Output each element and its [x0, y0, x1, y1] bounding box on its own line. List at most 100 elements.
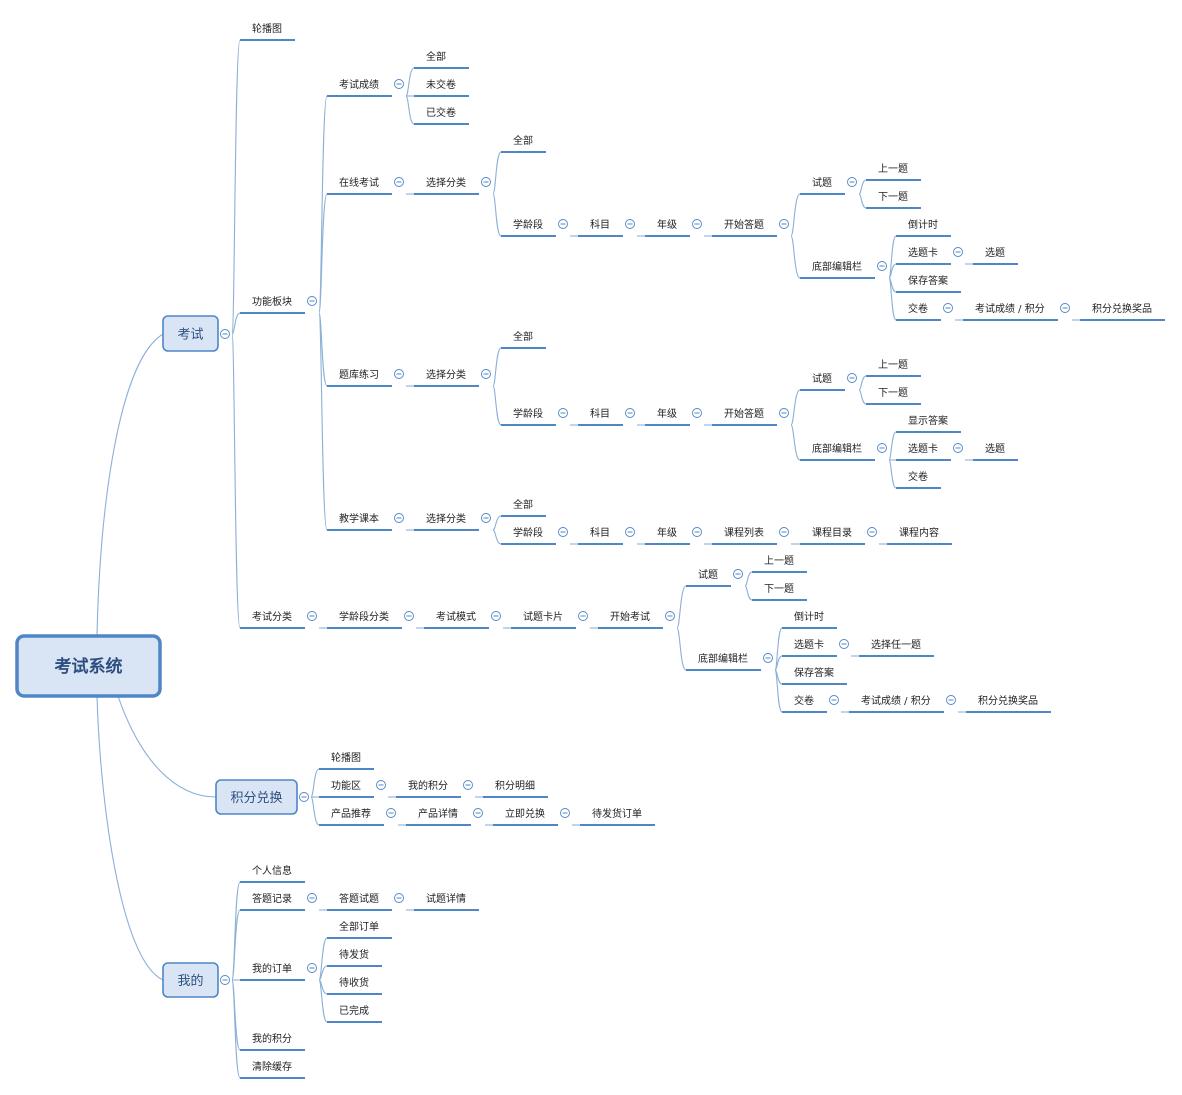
collapse-toggle-icon[interactable] — [625, 219, 635, 229]
node-c_stg[interactable]: 学龄段分类 — [327, 610, 414, 629]
node-bk_all[interactable]: 全部 — [501, 330, 546, 349]
collapse-toggle-icon[interactable] — [394, 893, 404, 903]
collapse-toggle-icon[interactable] — [558, 408, 568, 418]
node-c_q[interactable]: 试题 — [686, 568, 743, 587]
node-tb_sub[interactable]: 科目 — [578, 526, 635, 545]
node-on_cd[interactable]: 倒计时 — [896, 218, 951, 237]
node-on_score[interactable]: 考试成绩 / 积分 — [963, 302, 1070, 321]
node-p_car[interactable]: 轮播图 — [319, 751, 374, 770]
node-m_recv[interactable]: 待收货 — [327, 976, 382, 995]
collapse-toggle-icon[interactable] — [829, 695, 839, 705]
collapse-toggle-icon[interactable] — [307, 296, 317, 306]
collapse-toggle-icon[interactable] — [763, 653, 773, 663]
collapse-toggle-icon[interactable] — [1060, 303, 1070, 313]
collapse-toggle-icon[interactable] — [307, 963, 317, 973]
node-m_prof[interactable]: 个人信息 — [240, 864, 305, 883]
collapse-toggle-icon[interactable] — [220, 975, 230, 985]
collapse-toggle-icon[interactable] — [943, 303, 953, 313]
node-c_next[interactable]: 下一题 — [752, 583, 807, 601]
collapse-toggle-icon[interactable] — [394, 177, 404, 187]
collapse-toggle-icon[interactable] — [625, 408, 635, 418]
collapse-toggle-icon[interactable] — [953, 247, 963, 257]
node-on_bot[interactable]: 底部编辑栏 — [800, 260, 887, 279]
node-on_card[interactable]: 选题卡 — [896, 246, 963, 265]
node-bk_grd[interactable]: 年级 — [645, 407, 702, 426]
collapse-toggle-icon[interactable] — [779, 219, 789, 229]
node-c_bot[interactable]: 底部编辑栏 — [686, 652, 773, 671]
collapse-toggle-icon[interactable] — [877, 443, 887, 453]
collapse-toggle-icon[interactable] — [692, 219, 702, 229]
collapse-toggle-icon[interactable] — [463, 780, 473, 790]
node-on[interactable]: 在线考试 — [327, 176, 404, 195]
collapse-toggle-icon[interactable] — [867, 527, 877, 537]
node-on_redeem[interactable]: 积分兑换奖品 — [1080, 302, 1165, 321]
collapse-toggle-icon[interactable] — [220, 329, 230, 339]
collapse-toggle-icon[interactable] — [946, 695, 956, 705]
node-c_save[interactable]: 保存答案 — [782, 666, 847, 685]
node-bk_prev[interactable]: 上一题 — [866, 359, 921, 377]
collapse-toggle-icon[interactable] — [394, 513, 404, 523]
collapse-toggle-icon[interactable] — [481, 513, 491, 523]
node-m_rec[interactable]: 答题记录 — [240, 892, 317, 911]
branch-exam[interactable]: 考试 — [162, 315, 219, 352]
collapse-toggle-icon[interactable] — [481, 369, 491, 379]
node-tb_cont[interactable]: 课程内容 — [887, 526, 952, 545]
node-p_pend[interactable]: 待发货订单 — [580, 807, 655, 826]
collapse-toggle-icon[interactable] — [307, 893, 317, 903]
collapse-toggle-icon[interactable] — [394, 79, 404, 89]
collapse-toggle-icon[interactable] — [578, 611, 588, 621]
node-on_q[interactable]: 试题 — [800, 176, 857, 195]
node-c_cards[interactable]: 试题卡片 — [511, 610, 588, 629]
node-bk_sub[interactable]: 科目 — [578, 407, 635, 426]
node-p_det[interactable]: 积分明细 — [483, 779, 548, 798]
collapse-toggle-icon[interactable] — [491, 611, 501, 621]
root-node[interactable]: 考试系统 — [15, 634, 162, 698]
collapse-toggle-icon[interactable] — [625, 527, 635, 537]
collapse-toggle-icon[interactable] — [665, 611, 675, 621]
node-res_all[interactable]: 全部 — [414, 50, 469, 69]
node-res[interactable]: 考试成绩 — [327, 78, 404, 97]
node-on_sub[interactable]: 科目 — [578, 218, 635, 237]
node-bk[interactable]: 题库练习 — [327, 368, 404, 387]
node-on_start[interactable]: 开始答题 — [712, 218, 789, 237]
node-m_pts[interactable]: 我的积分 — [240, 1032, 305, 1051]
node-bk_card[interactable]: 选题卡 — [896, 442, 963, 461]
collapse-toggle-icon[interactable] — [404, 611, 414, 621]
collapse-toggle-icon[interactable] — [473, 808, 483, 818]
collapse-toggle-icon[interactable] — [386, 808, 396, 818]
collapse-toggle-icon[interactable] — [847, 177, 857, 187]
collapse-toggle-icon[interactable] — [733, 569, 743, 579]
node-bk_stg[interactable]: 学龄段 — [501, 407, 568, 426]
node-c_prev[interactable]: 上一题 — [752, 555, 807, 573]
collapse-toggle-icon[interactable] — [877, 261, 887, 271]
node-bk_bot[interactable]: 底部编辑栏 — [800, 442, 887, 461]
node-on_prev[interactable]: 上一题 — [866, 163, 921, 181]
node-m_ship[interactable]: 待发货 — [327, 948, 382, 967]
node-tb_toc[interactable]: 课程目录 — [800, 527, 877, 545]
node-c_redeem[interactable]: 积分兑换奖品 — [966, 694, 1051, 713]
node-c_cd[interactable]: 倒计时 — [782, 610, 837, 629]
node-bk_show[interactable]: 显示答案 — [896, 414, 961, 433]
node-m_all[interactable]: 全部订单 — [327, 920, 392, 939]
node-m_ans[interactable]: 答题试题 — [327, 892, 404, 911]
node-c_pick[interactable]: 选择任一题 — [859, 638, 934, 657]
node-tb_list[interactable]: 课程列表 — [712, 526, 789, 545]
collapse-toggle-icon[interactable] — [376, 780, 386, 790]
node-cat[interactable]: 考试分类 — [240, 610, 317, 629]
collapse-toggle-icon[interactable] — [779, 408, 789, 418]
node-on_pick[interactable]: 选题 — [973, 246, 1018, 265]
node-modules[interactable]: 功能板块 — [240, 295, 317, 314]
node-on_save[interactable]: 保存答案 — [896, 274, 961, 293]
node-tb_grd[interactable]: 年级 — [645, 526, 702, 545]
branch-points[interactable]: 积分兑换 — [215, 779, 298, 815]
collapse-toggle-icon[interactable] — [779, 527, 789, 537]
node-carousel[interactable]: 轮播图 — [240, 22, 295, 41]
node-tb_all[interactable]: 全部 — [501, 498, 546, 517]
node-p_rec[interactable]: 产品推荐 — [319, 807, 396, 826]
node-on_grd[interactable]: 年级 — [645, 218, 702, 237]
collapse-toggle-icon[interactable] — [692, 408, 702, 418]
node-m_clr[interactable]: 清除缓存 — [240, 1060, 305, 1079]
collapse-toggle-icon[interactable] — [558, 527, 568, 537]
branch-mine[interactable]: 我的 — [162, 962, 219, 998]
collapse-toggle-icon[interactable] — [394, 369, 404, 379]
